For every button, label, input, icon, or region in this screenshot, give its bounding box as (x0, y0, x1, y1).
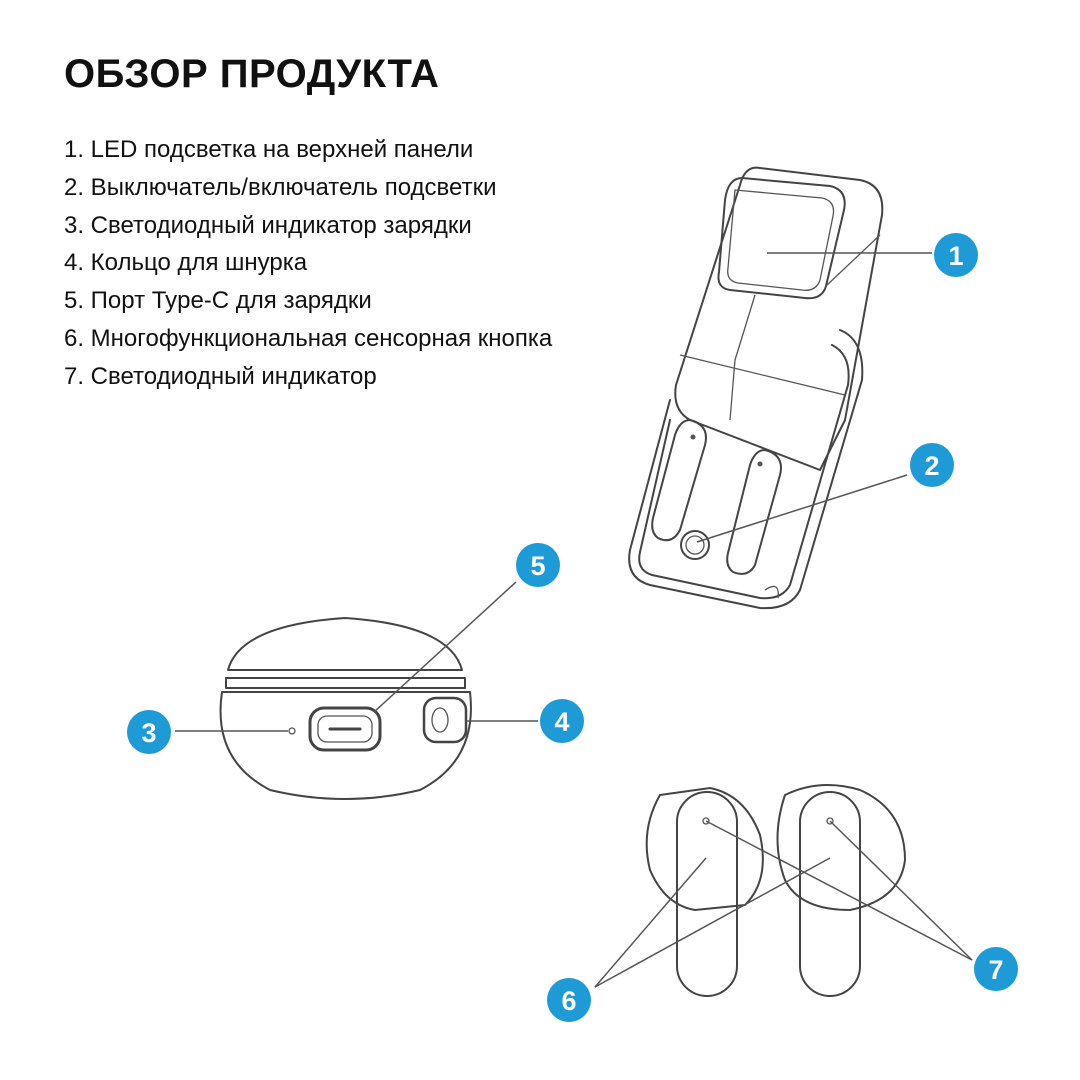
closed-case-illustration (219, 617, 472, 800)
leader-lines (175, 252, 973, 988)
feature-list: 1. LED подсветка на верхней панели 2. Вы… (64, 134, 552, 399)
svg-text:5: 5 (530, 551, 545, 581)
callout-badge-1: 1 (934, 233, 978, 277)
feature-item: 7. Светодиодный индикатор (64, 362, 377, 390)
svg-text:6: 6 (561, 986, 576, 1016)
svg-text:7: 7 (988, 955, 1003, 985)
feature-item: 2. Выключатель/включатель подсветки (64, 173, 497, 201)
callout-badge-6: 6 (547, 978, 591, 1022)
page-title: ОБЗОР ПРОДУКТА (64, 52, 440, 96)
svg-text:4: 4 (554, 707, 569, 737)
callout-badge-5: 5 (516, 543, 560, 587)
open-case-illustration (628, 166, 884, 610)
svg-text:1: 1 (948, 241, 963, 271)
feature-item: 1. LED подсветка на верхней панели (64, 136, 474, 163)
feature-item: 5. Порт Type-C для зарядки (64, 287, 372, 315)
svg-text:2: 2 (924, 451, 939, 481)
earbuds-illustration (645, 784, 906, 997)
feature-item: 3. Светодиодный индикатор зарядки (64, 211, 472, 239)
feature-item: 6. Многофункциональная сенсорная кнопка (64, 324, 553, 352)
callout-badge-3: 3 (127, 710, 171, 754)
callout-badge-2: 2 (910, 443, 954, 487)
svg-text:3: 3 (141, 718, 156, 748)
callout-badge-7: 7 (974, 947, 1018, 991)
callout-badge-4: 4 (540, 699, 584, 743)
feature-item: 4. Кольцо для шнурка (64, 249, 308, 277)
